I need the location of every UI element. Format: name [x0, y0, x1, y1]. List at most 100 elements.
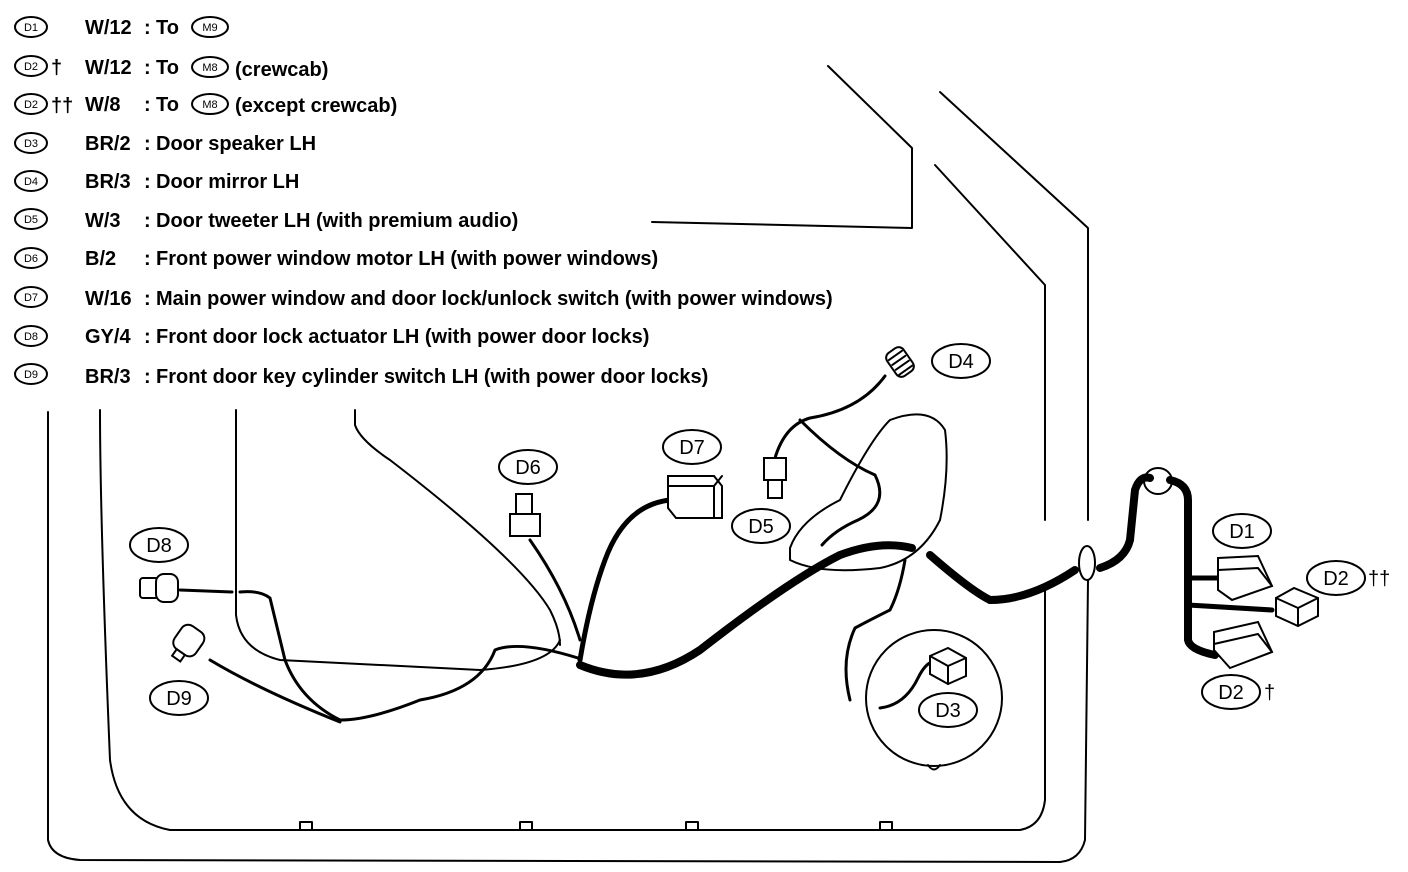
legend-badge: [14, 93, 48, 115]
d2-crewcab-body: [1213, 620, 1274, 670]
legend-mark: ††: [51, 95, 73, 117]
callout-d5-label: D5: [748, 516, 774, 538]
legend-badge-label: D1: [24, 22, 38, 34]
legend-code: GY/4: [85, 326, 131, 348]
callout-d8: D8: [129, 527, 189, 563]
d5-body: [763, 457, 787, 481]
legend-row: D8 GY/4 : Front door lock actuator LH (w…: [14, 325, 649, 348]
d6-body: [509, 513, 541, 537]
legend-badge: [14, 208, 48, 230]
legend-desc: Front door lock actuator LH (with power …: [156, 326, 649, 348]
harness-to-d2-crewcab: [1166, 476, 1219, 659]
tweeter-area-outline: [789, 413, 948, 572]
callout-d2-except-bubble: [1306, 560, 1366, 596]
window-frame-line: [651, 65, 913, 229]
d3-edges: [929, 655, 967, 685]
legend-badge: [14, 16, 48, 38]
harness-to-d2-except: [1185, 602, 1275, 613]
legend-sep: :: [144, 326, 151, 348]
legend-sep: :: [144, 94, 151, 116]
d4-connector: [885, 346, 915, 378]
legend-sep: :: [144, 133, 151, 155]
d7-edges: [667, 475, 723, 519]
door-edge-line: [939, 91, 1089, 521]
wire-to-d6: [528, 538, 582, 642]
legend-badge-label: D7: [24, 292, 38, 304]
legend-badge-label: D5: [24, 214, 38, 226]
callout-d5: D5: [731, 508, 791, 544]
trim-panel-diagonal: [354, 409, 561, 646]
legend-sep: :: [144, 288, 151, 310]
d4-ribs: [887, 349, 914, 376]
legend-badge: [14, 286, 48, 308]
callout-d2-except: D2 ††: [1306, 560, 1390, 596]
legend-note: (crewcab): [235, 59, 328, 81]
legend-mark: †: [51, 57, 62, 79]
callout-d7-label: D7: [679, 437, 705, 459]
callout-d5-bubble: [731, 508, 791, 544]
callout-d7-bubble: [662, 429, 722, 465]
speaker-notch: [927, 764, 941, 771]
door-bottom-tabs: [299, 821, 893, 831]
legend-desc: To: [156, 17, 179, 39]
callout-d2-crewcab-mark: †: [1264, 682, 1275, 704]
legend-row: D6 B/2 : Front power window motor LH (wi…: [14, 247, 658, 270]
callout-d6: D6: [498, 449, 558, 485]
d2-except-edges: [1275, 597, 1319, 627]
legend-ref-label: M9: [202, 22, 217, 34]
wire-to-d5: [798, 418, 882, 547]
legend-row: D9 BR/3 : Front door key cylinder switch…: [14, 363, 708, 388]
callout-d4: D4: [931, 343, 991, 379]
legend-ref-badge: [191, 16, 229, 38]
d1-edges: [1217, 567, 1273, 587]
legend-ref-label: M8: [202, 62, 217, 74]
legend-badge-label: D6: [24, 253, 38, 265]
legend-badge-label: D9: [24, 369, 38, 381]
legend-badge: [14, 170, 48, 192]
legend-row: D7 W/16 : Main power window and door loc…: [14, 286, 833, 310]
legend-sep: :: [144, 171, 151, 193]
d2-crewcab-connector: [1213, 620, 1274, 670]
d5-tip: [767, 479, 783, 499]
callout-d8-label: D8: [146, 535, 172, 557]
callout-d2-crewcab-label: D2: [1218, 682, 1244, 704]
wiring-harness: [178, 374, 1275, 724]
d8-connector: [139, 573, 179, 603]
d2-crewcab-edges: [1213, 633, 1273, 653]
legend-row: D1 W/12 : To M9: [14, 16, 229, 39]
door-outline: [47, 65, 1173, 863]
d7-connector: [667, 475, 723, 519]
legend-ref-label: M8: [202, 99, 217, 111]
door-shell-inner: [99, 409, 1046, 831]
callout-d4-bubble: [931, 343, 991, 379]
callout-d9: D9: [149, 680, 209, 716]
callout-d8-bubble: [129, 527, 189, 563]
legend-row: D2 †† W/8 : To M8 (except crewcab): [14, 93, 397, 117]
legend-code: BR/2: [85, 133, 131, 155]
legend-badge: [14, 247, 48, 269]
callout-d3-label: D3: [935, 700, 961, 722]
callout-d6-bubble: [498, 449, 558, 485]
connector-legend: D1 W/12 : To M9 D2 † W/12 : To M8 (crewc…: [14, 16, 833, 388]
d6-connector: [509, 493, 541, 537]
wire-d8-stub: [178, 588, 234, 594]
legend-code: BR/3: [85, 366, 131, 388]
d2-except-connector: [1275, 586, 1319, 628]
legend-code: W/8: [85, 94, 121, 116]
legend-desc: To: [156, 57, 179, 79]
callout-d3: D3: [918, 692, 978, 728]
legend-badge-label: D3: [24, 138, 38, 150]
legend-sep: :: [144, 366, 151, 388]
legend-sep: :: [144, 17, 151, 39]
door-inner-edge-line: [934, 164, 1046, 521]
d8-head: [155, 573, 179, 603]
legend-desc: To: [156, 94, 179, 116]
wire-to-d3: [878, 660, 934, 710]
wire-to-speaker: [844, 558, 907, 702]
callout-d2-except-mark: ††: [1368, 568, 1390, 590]
wire-to-d4: [773, 374, 887, 460]
legend-sep: :: [144, 57, 151, 79]
legend-desc: Front power window motor LH (with power …: [156, 248, 658, 270]
d9-connector: [170, 623, 206, 663]
